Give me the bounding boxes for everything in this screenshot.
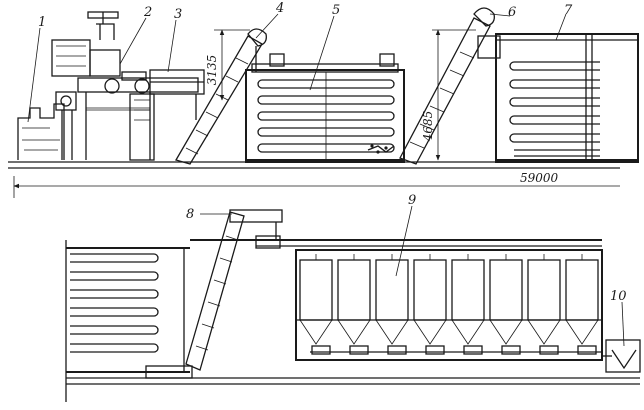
dimension-overall: 59000 bbox=[13, 171, 620, 198]
oven-7-trays bbox=[514, 61, 600, 157]
callout-leaders-top bbox=[27, 13, 567, 123]
elevator-8 bbox=[145, 209, 283, 379]
cabinets-9 bbox=[295, 249, 603, 361]
callout-6: 6 bbox=[508, 5, 516, 20]
callout-5: 5 bbox=[332, 3, 340, 18]
callout-9: 9 bbox=[408, 193, 416, 208]
callout-1: 1 bbox=[38, 15, 46, 30]
cabinet-column-6 bbox=[489, 254, 523, 345]
oven-7 bbox=[477, 33, 639, 163]
bottom-panel: 8 9 10 bbox=[65, 193, 641, 402]
machine-2-divider bbox=[51, 11, 199, 160]
callout-4: 4 bbox=[275, 1, 284, 16]
dimension-overall-text: 59000 bbox=[520, 171, 559, 185]
dimension-4685: 4685 bbox=[421, 29, 476, 161]
machine-3-rounder bbox=[129, 69, 205, 161]
cabinet-column-8 bbox=[565, 254, 599, 345]
cabinet-column-3 bbox=[375, 254, 409, 345]
machine-1-mixer bbox=[17, 91, 77, 160]
cabinet-column-2 bbox=[337, 254, 371, 345]
cabinet-column-1 bbox=[299, 254, 333, 345]
cabinet-column-4 bbox=[413, 254, 447, 345]
dimension-3135-text: 3135 bbox=[205, 55, 219, 86]
proofer-5 bbox=[245, 53, 405, 163]
callout-8: 8 bbox=[186, 207, 194, 222]
callout-10: 10 bbox=[610, 289, 627, 304]
callout-3: 3 bbox=[174, 7, 182, 22]
dimension-3135: 3135 bbox=[205, 29, 250, 101]
dimension-4685-text: 4685 bbox=[421, 111, 435, 143]
top-conveyor-bottom bbox=[190, 235, 602, 249]
unloader-10 bbox=[602, 339, 641, 373]
oven-7-continuation bbox=[66, 247, 190, 373]
callout-leaders-bottom bbox=[200, 205, 625, 347]
elevator-4 bbox=[175, 28, 267, 165]
cabinet-column-5 bbox=[451, 254, 485, 345]
cabinet-column-7 bbox=[527, 254, 561, 345]
callout-7: 7 bbox=[564, 3, 573, 18]
callout-2: 2 bbox=[143, 5, 152, 20]
top-panel: 3135 4685 59000 1 2 3 4 5 6 7 bbox=[8, 1, 639, 198]
